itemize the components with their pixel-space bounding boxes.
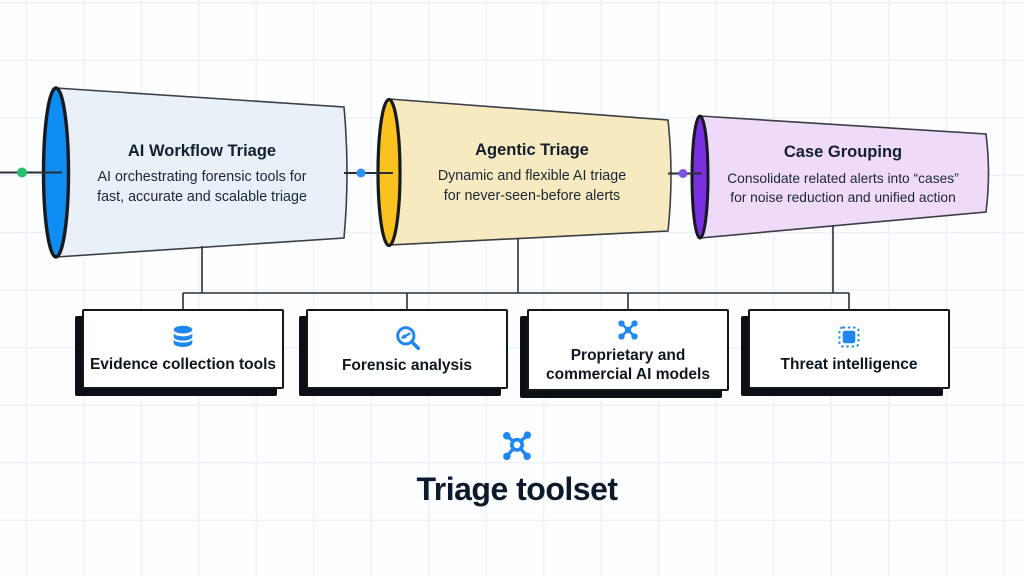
toolset-title: Triage toolset bbox=[416, 471, 618, 507]
stage1-description: AI orchestrating forensic tools for fast… bbox=[66, 168, 338, 207]
stage1-desc-line2: fast, accurate and scalable triage bbox=[97, 188, 307, 205]
stage2-to-stage3-dot bbox=[678, 169, 688, 178]
stage3-title: Case Grouping bbox=[783, 143, 903, 161]
stage3-funnel-cap bbox=[690, 114, 710, 240]
stage1-desc-line1: AI orchestrating forensic tools for bbox=[97, 169, 307, 185]
stage3-desc-line1: Consolidate related alerts into “cases” bbox=[727, 171, 959, 186]
stage2-desc-line2: for never-seen-before alerts bbox=[443, 187, 621, 204]
tool-label: Proprietary and commercial AI models bbox=[546, 346, 710, 383]
tool-box-threat-intelligence: Threat intelligence bbox=[748, 309, 950, 389]
hub-icon bbox=[503, 431, 532, 461]
stage3-funnel: Case Grouping Consolidate related alerts… bbox=[701, 143, 985, 207]
stage2-title: Agentic Triage bbox=[475, 141, 589, 159]
tool-box-evidence-collection: Evidence collection tools bbox=[82, 309, 284, 389]
stage2-funnel-body bbox=[388, 98, 672, 246]
toolset-connector-tree bbox=[182, 225, 850, 310]
stage3-funnel-body bbox=[699, 115, 990, 239]
tool-box-ai-models: Proprietary and commercial AI models bbox=[527, 309, 729, 391]
toolset-footer: Triage toolset bbox=[367, 428, 667, 508]
input-dot bbox=[17, 167, 27, 178]
ai-models-icon bbox=[618, 319, 638, 340]
tool-label: Threat intelligence bbox=[780, 356, 918, 373]
stage2-funnel: Agentic Triage Dynamic and flexible AI t… bbox=[407, 141, 657, 206]
stage1-funnel-body bbox=[55, 87, 348, 258]
forensic-analysis-icon bbox=[395, 325, 420, 350]
stage2-desc-line1: Dynamic and flexible AI triage bbox=[437, 168, 627, 184]
database-icon bbox=[173, 325, 193, 347]
stage1-to-stage2-dot bbox=[356, 168, 366, 178]
tool-label: Forensic analysis bbox=[341, 356, 473, 374]
stage1-funnel: AI Workflow Triage AI orchestrating fore… bbox=[66, 142, 338, 207]
stage2-description: Dynamic and flexible AI triage for never… bbox=[407, 167, 657, 206]
chip-icon bbox=[838, 326, 860, 348]
stage3-description: Consolidate related alerts into “cases” … bbox=[701, 169, 985, 207]
tool-box-forensic-analysis: Forensic analysis bbox=[306, 309, 508, 389]
tool-label: Evidence collection tools bbox=[89, 356, 277, 373]
stage1-title: AI Workflow Triage bbox=[127, 142, 277, 160]
stage3-desc-line2: for noise reduction and unified action bbox=[730, 190, 956, 205]
